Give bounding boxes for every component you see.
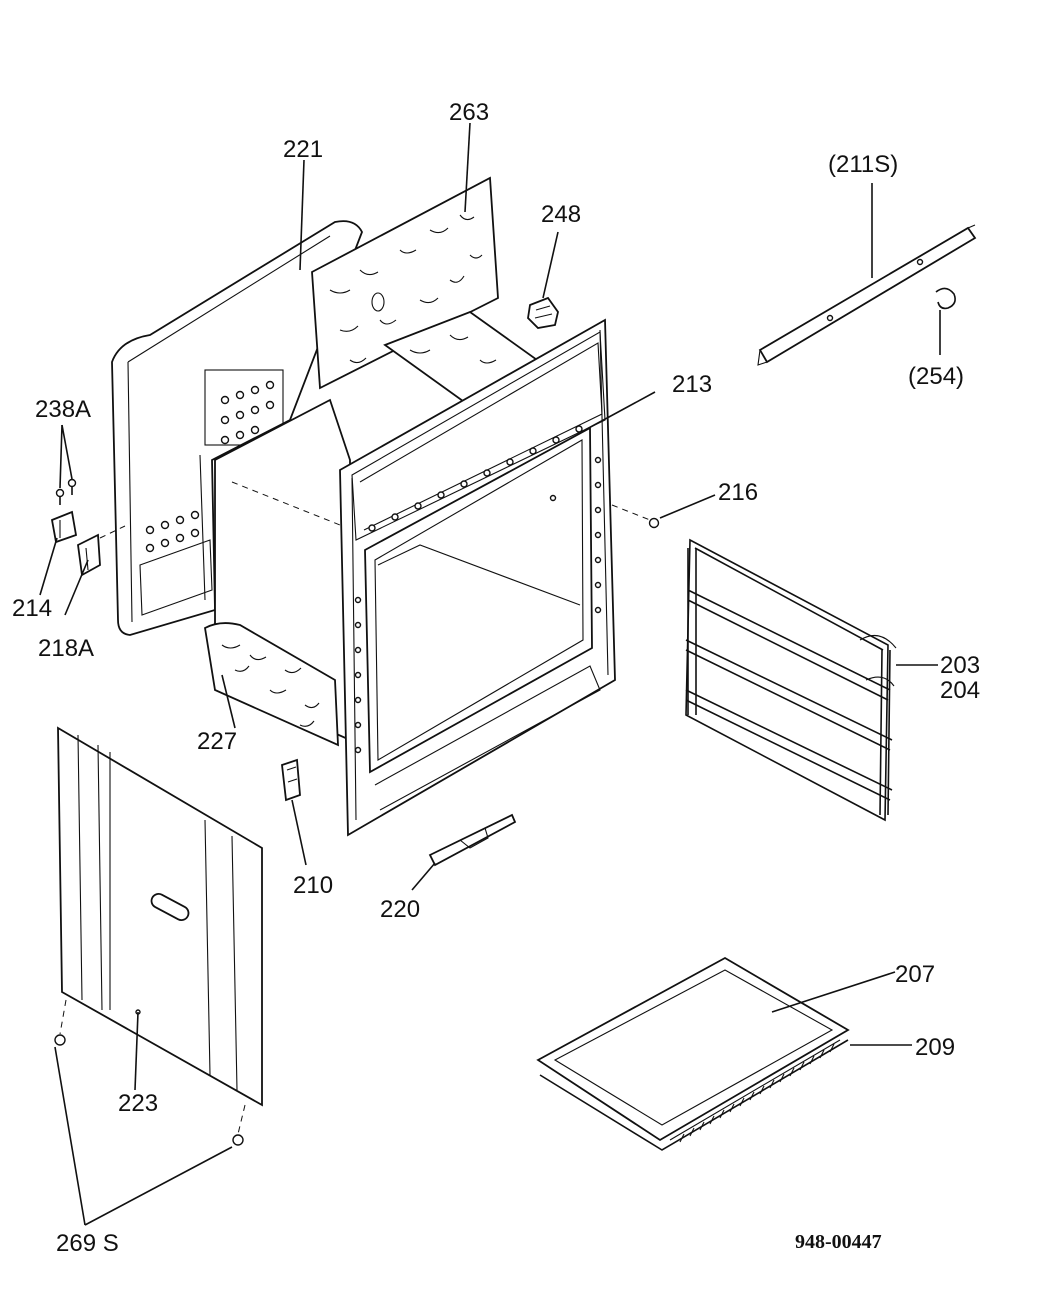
leader-223: [134, 1011, 139, 1091]
label-248: 248: [541, 201, 581, 228]
part-221-rear-panel: [111, 220, 363, 636]
part-210-bracket: [281, 758, 307, 866]
label-210: 210: [293, 872, 333, 899]
part-213-front-frame: [339, 318, 656, 837]
part-211s-top-rail: [757, 183, 977, 366]
part-223-side-panel: [57, 726, 263, 1107]
tray-rack-teeth: [679, 1043, 835, 1143]
part-254-clip-icon: [935, 287, 956, 355]
label-238a: 238A: [35, 396, 91, 423]
label-209: 209: [915, 1034, 955, 1061]
part-216-screw-icon: [611, 494, 716, 529]
label-207: 207: [895, 961, 935, 988]
diagram-code: 948-00447: [795, 1231, 882, 1253]
label-214: 214: [12, 595, 52, 622]
label-204: 204: [940, 677, 980, 704]
label-227: 227: [197, 728, 237, 755]
part-220-rail: [411, 813, 517, 891]
part-214-218a-hinge: [39, 424, 126, 616]
leader-227: [221, 674, 236, 729]
screw-238a-icon: [55, 478, 77, 505]
label-218a: 218A: [38, 635, 94, 662]
label-254: (254): [908, 363, 964, 390]
label-221: 221: [283, 136, 323, 163]
leader-263: [464, 122, 471, 213]
label-216: 216: [718, 479, 758, 506]
label-203: 203: [940, 652, 980, 679]
label-223: 223: [118, 1090, 158, 1117]
label-269s: 269 S: [56, 1230, 119, 1257]
part-227-bottom-insulation: [204, 622, 339, 747]
leader-221: [299, 159, 305, 271]
vent-holes-upper: [220, 380, 275, 445]
label-213: 213: [672, 371, 712, 398]
part-203-204-side-racks: [685, 538, 938, 822]
part-248-clip: [527, 231, 559, 329]
frame-holes: [354, 425, 602, 754]
part-269s-feet: [54, 999, 246, 1226]
label-211s: (211S): [828, 151, 898, 178]
part-207-209-tray: [536, 956, 912, 1151]
part-labels: 221 263 248 (211S) (254) 213 238A 216 21…: [12, 99, 980, 1257]
vent-holes-lower: [145, 510, 200, 553]
label-263: 263: [449, 99, 489, 126]
label-220: 220: [380, 896, 420, 923]
